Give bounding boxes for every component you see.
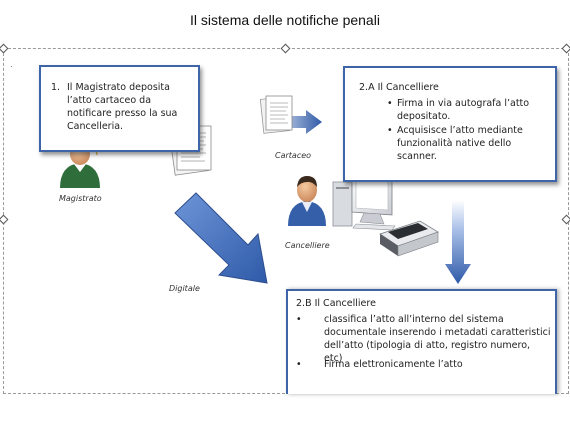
digitale-label: Digitale (169, 284, 200, 293)
step-2a-heading: 2.A Il Cancelliere (359, 82, 439, 93)
step-2b-heading: 2.B Il Cancelliere (296, 298, 376, 309)
bullet-dot: • (296, 359, 302, 370)
step-2b-bullet: • classifica l’atto all’interno del sist… (296, 313, 551, 365)
step-2b-bullet-text: classifica l’atto all’interno del sistem… (324, 314, 551, 364)
page-title: Il sistema delle notifiche penali (190, 12, 380, 28)
cancelliere-label: Cancelliere (285, 241, 330, 250)
step-2b-box: 2.B Il Cancelliere • classifica l’atto a… (286, 289, 557, 394)
step-2a-bullet-text: Acquisisce l’atto mediante funzionalità … (397, 125, 523, 162)
computer-icon (332, 171, 396, 231)
step-2a-box: 2.A Il Cancelliere • Firma in via autogr… (343, 66, 557, 182)
step-2a-bullet-text: Firma in via autografa l’atto depositato… (397, 98, 530, 122)
bullet-dot: • (387, 125, 393, 136)
corner-mark: · (10, 62, 13, 71)
step-1-text: 1. Il Magistrato deposita l’atto cartace… (51, 81, 191, 133)
step-2a-bullet: • Acquisisce l’atto mediante funzionalit… (387, 124, 547, 163)
scanner-icon (379, 220, 439, 257)
step-2b-bullet: • Firma elettronicamente l’atto (296, 358, 551, 371)
bullet-dot: • (387, 98, 393, 109)
step-1-number: 1. (51, 82, 61, 93)
digital-flow-arrow (174, 192, 268, 284)
step-1-description: Il Magistrato deposita l’atto cartaceo d… (67, 82, 178, 132)
step-1-box: 1. Il Magistrato deposita l’atto cartace… (39, 65, 200, 152)
document-icon (259, 95, 293, 134)
clerk-icon (288, 176, 326, 226)
cartaceo-label: Cartaceo (275, 151, 312, 160)
bullet-dot: • (296, 314, 302, 325)
down-flow-arrow (445, 200, 471, 284)
magistrato-label: Magistrato (59, 194, 102, 203)
step-2a-bullet: • Firma in via autografa l’atto deposita… (387, 97, 547, 123)
step-2b-bullet-text: Firma elettronicamente l’atto (324, 359, 463, 370)
